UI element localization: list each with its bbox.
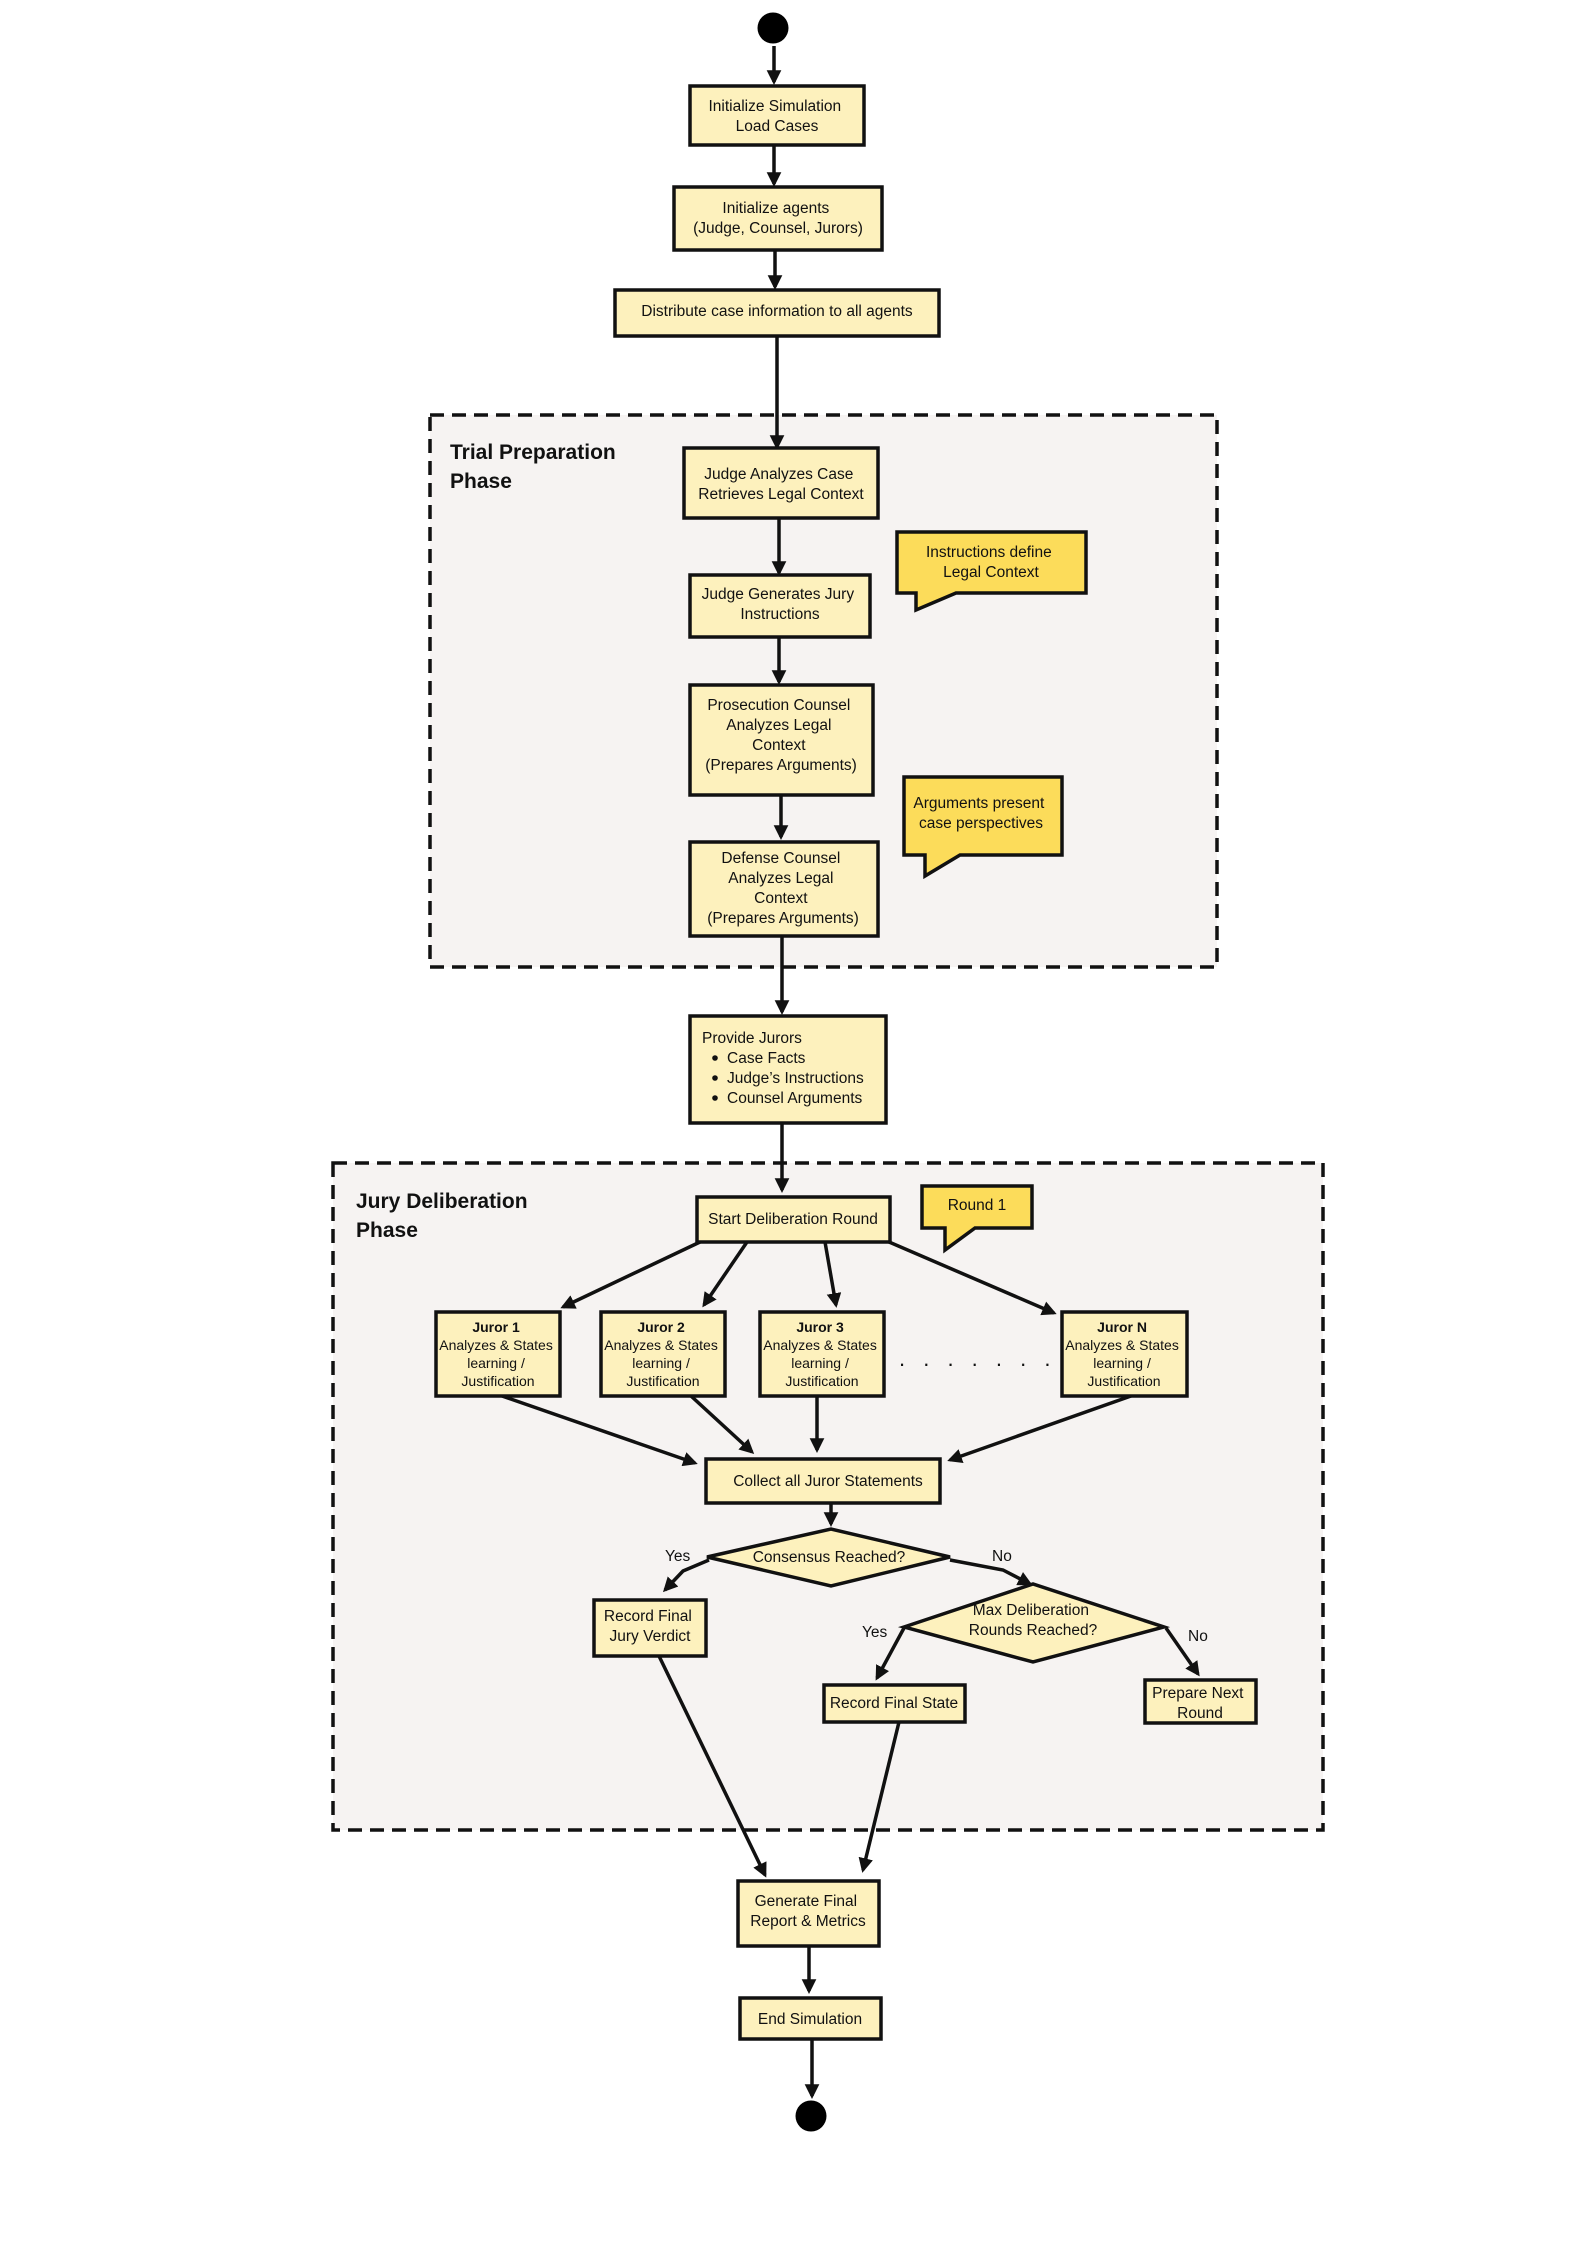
svg-text:Prepare Next Round: Prepare Next Round	[1152, 1685, 1248, 1722]
max-rounds-no-label: No	[1188, 1628, 1208, 1645]
svg-text:Juror N Analyzes & State: Juror N Analyzes & States learning / Jus…	[1065, 1319, 1183, 1389]
edge-round-juror2	[702, 1241, 749, 1308]
defense-counsel-node: Defense Counsel Analyzes Legal Context (…	[688, 840, 880, 938]
edge-juror2-collect	[689, 1394, 755, 1454]
judge-analyzes-node: Judge Analyzes Case Retrieves Legal Cont…	[682, 446, 880, 520]
svg-text:Defense Counsel Analyzes: Defense Counsel Analyzes Legal Context (…	[707, 850, 859, 927]
prosecution-counsel-node: Prosecution Counsel Analyzes Legal Conte…	[688, 683, 875, 797]
initialize-simulation-node: Initialize Simulation Load Cases	[688, 84, 866, 147]
edge-round-juror3	[823, 1241, 842, 1308]
edge-max-yes	[875, 1627, 906, 1681]
svg-text:Arguments present case p: Arguments present case perspectives	[913, 795, 1048, 832]
consensus-no-label: No	[992, 1548, 1012, 1565]
round-note: Round 1	[920, 1184, 1034, 1254]
svg-text:Record Final Jury Verdic: Record Final Jury Verdict	[604, 1608, 696, 1645]
collect-statements-node: Collect all Juror Statements	[704, 1457, 942, 1505]
edge-consensus-yes	[662, 1558, 710, 1593]
svg-text:Generate Final Report &: Generate Final Report & Metrics	[750, 1893, 866, 1930]
svg-text:Max Deliberation Rounds: Max Deliberation Rounds Reached?	[969, 1602, 1098, 1639]
svg-text:Instructions define Lega: Instructions define Legal Context	[926, 544, 1056, 581]
svg-text:Juror 2 Analyzes & State: Juror 2 Analyzes & States learning / Jus…	[604, 1319, 722, 1389]
svg-text:Collect all Juror Statements: Collect all Juror Statements	[733, 1473, 923, 1490]
record-final-state-node: Record Final State	[822, 1683, 967, 1724]
record-verdict-node: Record Final Jury Verdict	[592, 1598, 708, 1658]
svg-text:Juror 1 Analyzes & State: Juror 1 Analyzes & States learning / Jus…	[439, 1319, 557, 1389]
end-node	[795, 2100, 827, 2132]
start-node	[757, 12, 789, 44]
svg-text:Round 1: Round 1	[948, 1197, 1007, 1214]
svg-text:Consensus Reached?: Consensus Reached?	[753, 1549, 906, 1566]
consensus-yes-label: Yes	[665, 1548, 691, 1565]
edge-juror1-collect	[501, 1394, 698, 1467]
juror-1-node: Juror 1 Analyzes & States learning / Jus…	[434, 1310, 562, 1398]
svg-text:Provide Jurors: Provide Jurors	[702, 1030, 802, 1047]
edge-round-juror1	[560, 1240, 701, 1309]
svg-text:Start Deliberation Round: Start Deliberation Round	[708, 1211, 878, 1228]
jury-deliberation-phase-title: Jury Deliberation Phase	[356, 1190, 533, 1242]
edge-verdict-report	[657, 1655, 767, 1878]
juror-n-node: Juror N Analyzes & States learning / Jus…	[1060, 1310, 1189, 1398]
svg-text:Record Final State: Record Final State	[830, 1695, 958, 1712]
consensus-decision: Consensus Reached?	[706, 1527, 951, 1588]
svg-text:Judge Generates Jury Ins: Judge Generates Jury Instructions	[702, 586, 859, 623]
prepare-next-round-node: Prepare Next Round	[1143, 1678, 1258, 1725]
svg-text:Case Facts: Case Facts	[727, 1050, 806, 1067]
initialize-agents-node: Initialize agents (Judge, Counsel, Juror…	[672, 185, 884, 252]
juror-3-node: Juror 3 Analyzes & States learning / Jus…	[758, 1310, 886, 1398]
svg-text:End Simulation: End Simulation	[758, 2011, 862, 2028]
distribute-case-node: Distribute case information to all agent…	[613, 288, 941, 338]
edge-max-no	[1164, 1627, 1200, 1677]
provide-jurors-node: Provide Jurors Case Facts Judge’s Instru…	[688, 1014, 888, 1125]
edge-round-jurorN	[888, 1240, 1057, 1316]
juror-2-node: Juror 2 Analyzes & States learning / Jus…	[599, 1310, 727, 1398]
svg-text:Counsel Arguments: Counsel Arguments	[727, 1090, 863, 1107]
svg-text:Juror 3 Analyzes & State: Juror 3 Analyzes & States learning / Jus…	[763, 1319, 881, 1389]
svg-text:Judge Analyzes Case Retr: Judge Analyzes Case Retrieves Legal Cont…	[698, 466, 864, 503]
generate-report-node: Generate Final Report & Metrics	[736, 1879, 881, 1948]
start-deliberation-round-node: Start Deliberation Round	[695, 1195, 892, 1244]
end-simulation-node: End Simulation	[738, 1996, 883, 2041]
flow-edges	[501, 46, 1200, 2099]
judge-generates-node: Judge Generates Jury Instructions	[688, 573, 872, 639]
edge-consensus-no	[949, 1558, 1033, 1586]
max-rounds-yes-label: Yes	[862, 1624, 888, 1641]
svg-text:Judge’s Instructions: Judge’s Instructions	[727, 1070, 864, 1087]
svg-text:Prosecution Counsel Anal: Prosecution Counsel Analyzes Legal Conte…	[705, 697, 857, 774]
trial-preparation-phase-title: Trial Preparation Phase	[450, 441, 622, 493]
svg-text:Initialize agents (Judge: Initialize agents (Judge, Counsel, Juror…	[693, 200, 863, 237]
instructions-note: Instructions define Legal Context	[895, 530, 1088, 613]
jurors-ellipsis: . . . . . . .	[899, 1346, 1056, 1371]
svg-text:Distribute case information to: Distribute case information to all agent…	[641, 303, 913, 320]
max-rounds-decision: Max Deliberation Rounds Reached?	[897, 1582, 1171, 1664]
svg-text:Initialize Simulation Lo: Initialize Simulation Load Cases	[709, 98, 846, 135]
edge-state-report	[858, 1721, 901, 1873]
arguments-note: Arguments present case perspectives	[902, 775, 1064, 880]
edge-jurorN-collect	[947, 1394, 1132, 1464]
